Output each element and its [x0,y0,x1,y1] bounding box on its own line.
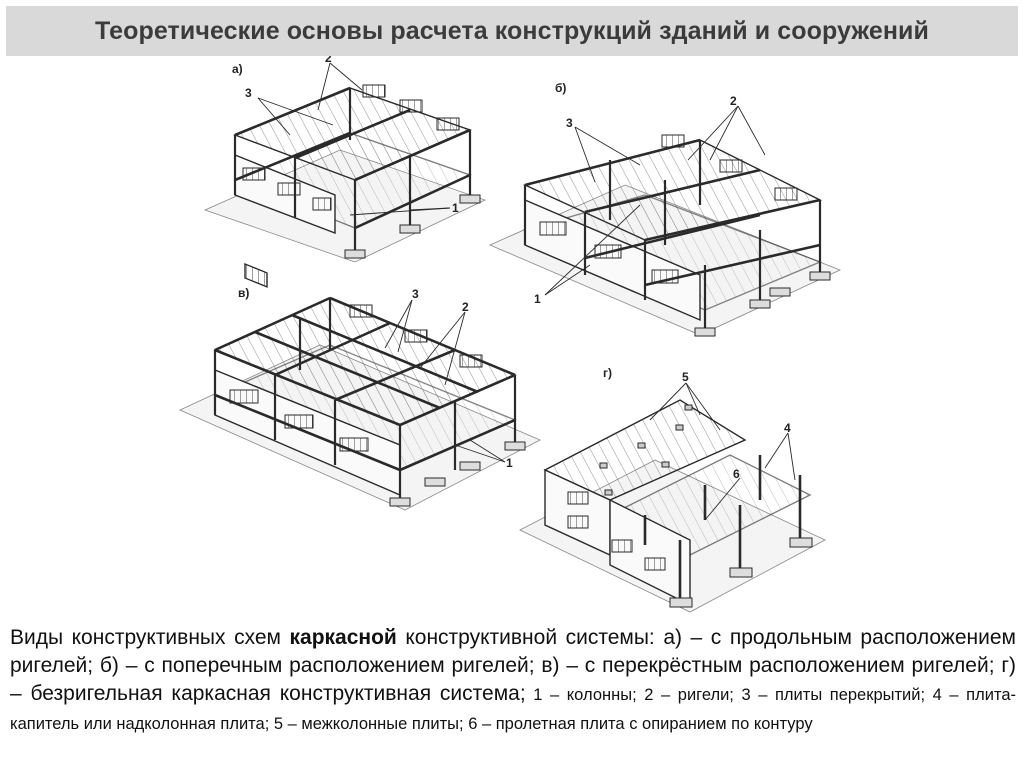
panel-v-letter: в) [238,286,249,300]
panel-v-columns [213,298,517,500]
caption-bold-term: каркасной [289,626,397,649]
panel-v-leaders [384,299,506,463]
panel-g-columns [643,455,802,600]
panel-a-girders [234,86,471,230]
panel-a-footings [344,194,481,259]
panel-a-leaders [257,62,451,216]
panel-b-label-3: 3 [566,116,573,130]
panel-g-windows [567,491,666,571]
panel-a-windows [242,84,460,211]
panel-v-footings [389,441,526,507]
panel-b [489,105,842,337]
panel-a [203,62,487,288]
panel-a-columns [233,88,472,250]
panel-a-label-1: 1 [452,201,459,215]
title-bar: Теоретические основы расчета конструкций… [6,6,1018,56]
page-title: Теоретические основы расчета конструкций… [94,16,929,45]
panel-g-leaders [649,382,796,521]
panel-v-label-3: 3 [412,287,419,301]
figure-area: а) 2 3 1 [0,56,1024,621]
panel-g-label-6: 6 [733,467,740,481]
panel-b-columns [523,140,822,330]
caption-legend: 1 – колонны; 2 – ригели; 3 – плиты перек… [10,686,1016,733]
panel-v-girders [214,296,516,472]
figure-caption: Виды конструктивных схем каркасной конст… [10,624,1016,738]
panel-a-label-2: 2 [325,56,332,65]
panel-g-label-4: 4 [784,421,791,435]
panel-b-footings [694,271,831,337]
panel-b-label-2: 2 [730,94,737,108]
framework-schemes-drawing: а) 2 3 1 [179,56,842,613]
caption-part1: Виды конструктивных схем [10,626,290,649]
panel-v-label-1: 1 [506,456,513,470]
panel-a-letter: а) [232,62,243,76]
caption-part2: конструктивной системы: а) – с продольны… [10,626,1016,705]
panel-b-label-1: 1 [534,292,541,306]
panel-g-footings [669,537,813,608]
panel-g-capitals [599,404,693,496]
panel-a-label-3: 3 [245,86,252,100]
panel-b-leaders [544,105,766,296]
panel-g-label-5: 5 [682,370,689,384]
panel-b-girders [524,138,821,287]
panel-v [179,296,541,511]
panel-g-letter: г) [603,366,612,380]
panel-g [519,382,826,613]
panel-v-label-2: 2 [462,300,469,314]
panel-b-letter: б) [555,81,566,95]
